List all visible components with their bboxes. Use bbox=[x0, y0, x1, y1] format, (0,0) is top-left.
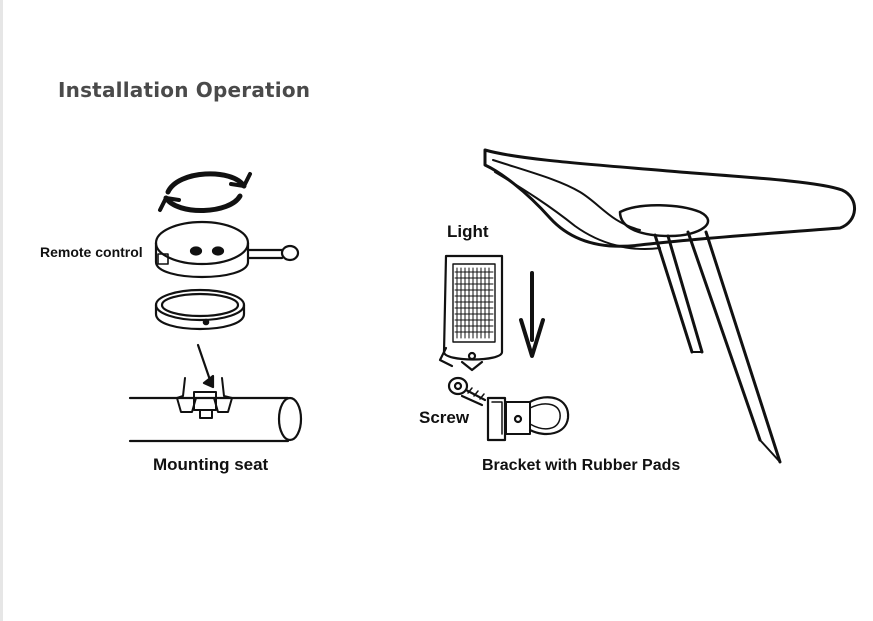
remote-control-label: Remote control bbox=[40, 244, 143, 260]
led-grid bbox=[454, 267, 494, 339]
screw-label: Screw bbox=[419, 408, 470, 427]
down-arrow-icon bbox=[519, 271, 545, 358]
rotate-arrows-icon bbox=[158, 171, 252, 213]
page-edge bbox=[0, 0, 3, 621]
screw-illustration bbox=[447, 376, 487, 407]
mounting-seat-label: Mounting seat bbox=[153, 455, 269, 474]
light-label: Light bbox=[447, 222, 489, 241]
remote-control-illustration bbox=[154, 220, 300, 279]
ring-base-illustration bbox=[154, 288, 246, 331]
page-title: Installation Operation bbox=[58, 78, 311, 102]
bracket-illustration bbox=[486, 396, 570, 442]
mounting-seat-illustration bbox=[176, 377, 233, 419]
handlebar-tube-illustration bbox=[128, 396, 303, 443]
bracket-label: Bracket with Rubber Pads bbox=[482, 457, 681, 474]
bike-saddle-illustration bbox=[483, 148, 856, 464]
light-illustration bbox=[438, 254, 504, 372]
down-arrow-icon bbox=[196, 343, 215, 389]
